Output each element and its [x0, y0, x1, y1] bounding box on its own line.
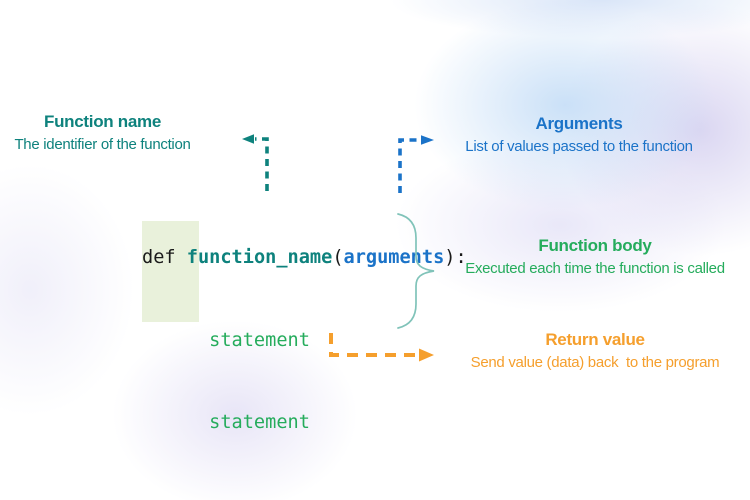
- return-value-subtitle: Send value (data) back to the program: [470, 354, 720, 371]
- return-value-arrow-icon: [329, 333, 434, 362]
- arguments-token: arguments: [343, 247, 445, 268]
- function-name-subtitle: The identifier of the function: [14, 136, 191, 153]
- function-body-subtitle: Executed each time the function is calle…: [465, 260, 725, 277]
- arguments-arrow-icon: [398, 135, 434, 193]
- close-paren-colon: ):: [444, 247, 467, 268]
- annotation-function-body: Function body Executed each time the fun…: [442, 236, 748, 279]
- statement-line-1: statement: [209, 329, 310, 351]
- annotation-return-value: Return value Send value (data) back to t…: [445, 330, 745, 373]
- code-block: def function_name(arguments): statement s…: [142, 189, 467, 500]
- code-signature-line: def function_name(arguments):: [142, 244, 467, 272]
- open-paren: (: [332, 247, 344, 268]
- annotation-arguments: Arguments List of values passed to the f…: [438, 114, 720, 157]
- function-name-arrow-icon: [242, 134, 269, 191]
- statement-line-2: statement: [209, 412, 310, 433]
- def-keyword: def: [142, 247, 176, 268]
- function-body-title: Function body: [538, 236, 652, 255]
- arguments-title: Arguments: [535, 114, 623, 133]
- function-name-title: Function name: [44, 112, 161, 131]
- indent-highlight-rect: [142, 221, 199, 322]
- ellipsis-line: …: [142, 492, 467, 500]
- function-name-token: function_name: [186, 247, 333, 268]
- function-body-brace-icon: [397, 213, 435, 329]
- arguments-subtitle: List of values passed to the function: [465, 138, 693, 155]
- return-value-title: Return value: [545, 330, 645, 349]
- annotation-function-name: Function name The identifier of the func…: [0, 112, 205, 155]
